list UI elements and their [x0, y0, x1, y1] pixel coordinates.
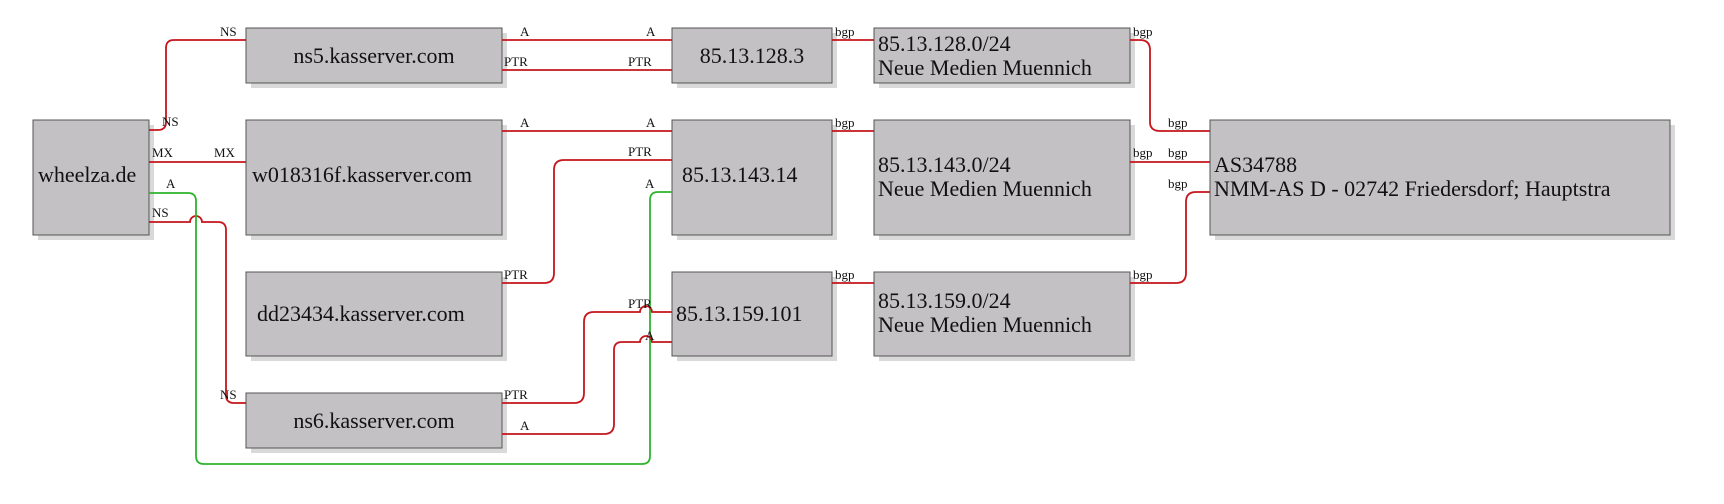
edge-label: bgp — [1168, 145, 1188, 160]
edge-label: bgp — [835, 267, 855, 282]
edge-ns5-ip128-ptr: PTR PTR — [502, 54, 672, 71]
edge-label: bgp — [1133, 145, 1153, 160]
node-label: 85.13.128.0/24 — [878, 31, 1011, 56]
edge-label: bgp — [1168, 176, 1188, 191]
edge-label: bgp — [1133, 24, 1153, 39]
node-dd23434[interactable]: dd23434.kasserver.com — [245, 271, 507, 361]
edge-ip128-net128: bgp — [832, 24, 874, 41]
node-box — [873, 27, 1131, 84]
node-ns5[interactable]: ns5.kasserver.com — [245, 27, 507, 88]
node-label: 85.13.159.0/24 — [878, 288, 1011, 313]
node-label: ns6.kasserver.com — [293, 408, 454, 433]
node-label: w018316f.kasserver.com — [252, 162, 472, 187]
node-box — [245, 392, 503, 449]
edge-wheelza-w018: MX MX — [149, 145, 246, 163]
node-label: Neue Medien Muennich — [878, 176, 1092, 201]
edge-line — [502, 335, 672, 435]
edge-label: A — [520, 24, 530, 39]
edge-label: PTR — [504, 387, 528, 402]
edge-label: A — [646, 115, 656, 130]
node-label: 85.13.128.3 — [700, 43, 805, 68]
node-box — [671, 119, 833, 236]
edge-ip143-net143: bgp — [832, 115, 874, 132]
node-label: 85.13.143.14 — [682, 162, 798, 187]
node-label: wheelza.de — [38, 162, 136, 187]
node-label: 85.13.143.0/24 — [878, 152, 1011, 177]
node-label: dd23434.kasserver.com — [257, 301, 465, 326]
edge-line — [502, 305, 672, 404]
edge-label: bgp — [1133, 267, 1153, 282]
node-box — [671, 271, 833, 357]
edge-line — [149, 191, 672, 465]
node-label: ns5.kasserver.com — [293, 43, 454, 68]
edge-label: PTR — [628, 144, 652, 159]
node-label: 85.13.159.101 — [676, 301, 803, 326]
node-box — [873, 271, 1131, 357]
node-box — [1209, 119, 1671, 236]
node-ip128[interactable]: 85.13.128.3 — [671, 27, 837, 88]
node-ip159[interactable]: 85.13.159.101 — [671, 271, 837, 361]
edge-line — [149, 39, 246, 131]
node-box — [671, 27, 833, 84]
edge-label: PTR — [628, 296, 652, 311]
edge-label: MX — [214, 145, 236, 160]
edge-wheelza-ns6: NS NS — [149, 205, 246, 404]
edge-label: A — [520, 115, 530, 130]
edge-label: PTR — [504, 54, 528, 69]
node-label: Neue Medien Muennich — [878, 312, 1092, 337]
node-label: Neue Medien Muennich — [878, 55, 1092, 80]
edge-ns6-ip159-ptr: PTR PTR — [502, 296, 672, 404]
edge-line — [1130, 39, 1210, 132]
edge-label: NS — [152, 205, 169, 220]
edge-line — [1130, 191, 1210, 284]
edge-wheelza-ns5: NS NS — [149, 24, 246, 131]
edge-ip159-net159: bgp — [832, 267, 874, 284]
node-label: NMM-AS D - 02742 Friedersdorf; Hauptstra — [1214, 176, 1611, 201]
edge-label: bgp — [835, 24, 855, 39]
node-wheelza[interactable]: wheelza.de — [32, 119, 154, 240]
node-box — [245, 271, 503, 357]
node-box — [873, 119, 1131, 236]
edge-label: A — [645, 176, 655, 191]
edge-label: A — [166, 176, 176, 191]
node-label: AS34788 — [1214, 152, 1297, 177]
edge-ns6-ip159-a: AA — [502, 328, 672, 435]
edge-net159-as: bgp bgp — [1130, 176, 1210, 284]
edge-label: NS — [220, 387, 237, 402]
node-box — [245, 27, 503, 84]
edge-label: NS — [162, 114, 179, 129]
edge-line — [149, 215, 246, 404]
edge-label: MX — [152, 145, 174, 160]
edge-label: PTR — [628, 54, 652, 69]
node-w018316f[interactable]: w018316f.kasserver.com — [245, 119, 507, 240]
edge-label: A — [645, 328, 655, 343]
node-box — [32, 119, 150, 236]
edge-label: NS — [220, 24, 237, 39]
edge-label: bgp — [1168, 115, 1188, 130]
edge-label: A — [646, 24, 656, 39]
edge-label: bgp — [835, 115, 855, 130]
edge-label: PTR — [504, 267, 528, 282]
edge-line — [502, 159, 672, 284]
edge-dd-ip143-ptr: PTR PTR — [502, 144, 672, 284]
edge-net128-as: bgp bgp — [1130, 24, 1210, 132]
node-ip143[interactable]: 85.13.143.14 — [671, 119, 837, 240]
node-ns6[interactable]: ns6.kasserver.com — [245, 392, 507, 453]
edge-label: A — [520, 418, 530, 433]
node-box — [245, 119, 503, 236]
